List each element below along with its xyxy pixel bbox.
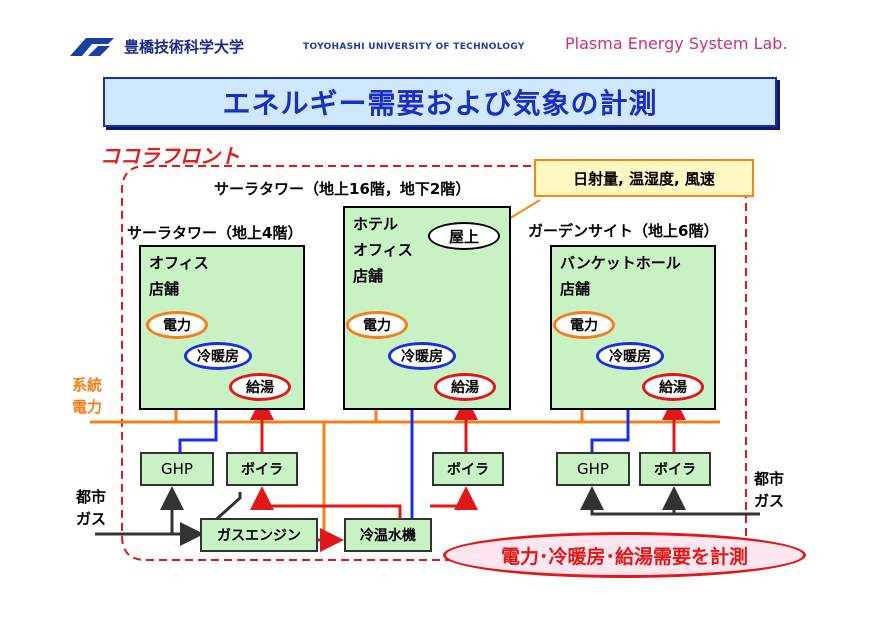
university-name-jp: 豊橋技術科学大学 [124,38,245,56]
measurement-note: 電力･冷暖房･給湯需要を計測 [443,532,806,578]
lab-name: Plasma Energy System Lab. [565,34,788,53]
university-logo-icon [68,34,120,64]
city-gas-line: ガス [76,510,107,528]
building-line: 店舗 [560,280,591,298]
ghp-unit: GHP [140,452,214,486]
city-gas-line: 都市 [76,488,107,506]
garden-site-label: ガーデンサイト（地上6階） [528,222,719,240]
title-banner: エネルギー需要および気象の計測 [103,77,777,127]
grid-power-line: 系統 [72,376,103,394]
building-line: ホテル [353,215,399,233]
power-demand: 電力 [553,311,615,339]
heating-cooling-demand: 冷暖房 [388,342,456,370]
page-title: エネルギー需要および気象の計測 [222,87,658,120]
building-line: 店舗 [149,280,180,298]
university-name-en: TOYOHASHI UNIVERSITY OF TECHNOLOGY [303,42,525,52]
building-line: 店舗 [353,267,384,285]
site-boundary [121,165,747,561]
city-gas-line: 都市 [754,470,785,488]
city-gas-right-label: 都市 ガス [754,468,784,512]
ghp-unit: GHP [556,452,630,486]
heating-cooling-demand: 冷暖房 [596,342,664,370]
tower-left-label: サーラタワー（地上4階） [127,224,303,242]
grid-power-label: 系統 電力 [72,374,102,418]
tower-main-label: サーラタワー（地上16階，地下2階） [214,180,471,198]
boiler-unit: ボイラ [226,452,298,486]
roof-label: 屋上 [428,222,500,250]
power-demand: 電力 [346,311,408,339]
hot-water-demand: 給湯 [642,373,704,401]
city-gas-left-label: 都市 ガス [76,486,106,530]
site-name: ココラフロント [100,144,240,168]
building-line: オフィス [149,254,209,272]
boiler-unit: ボイラ [639,452,711,486]
grid-power-line: 電力 [72,398,103,416]
power-demand: 電力 [146,311,208,339]
chiller-unit: 冷温水機 [344,518,432,552]
gas-engine-unit: ガスエンジン [200,518,318,552]
hot-water-demand: 給湯 [434,373,496,401]
building-line: バンケットホール [560,254,681,272]
boiler-unit: ボイラ [432,452,504,486]
hot-water-demand: 給湯 [229,373,291,401]
heating-cooling-demand: 冷暖房 [184,342,252,370]
city-gas-line: ガス [754,492,785,510]
building-line: オフィス [353,241,413,259]
weather-callout: 日射量, 温湿度, 風速 [534,159,754,197]
